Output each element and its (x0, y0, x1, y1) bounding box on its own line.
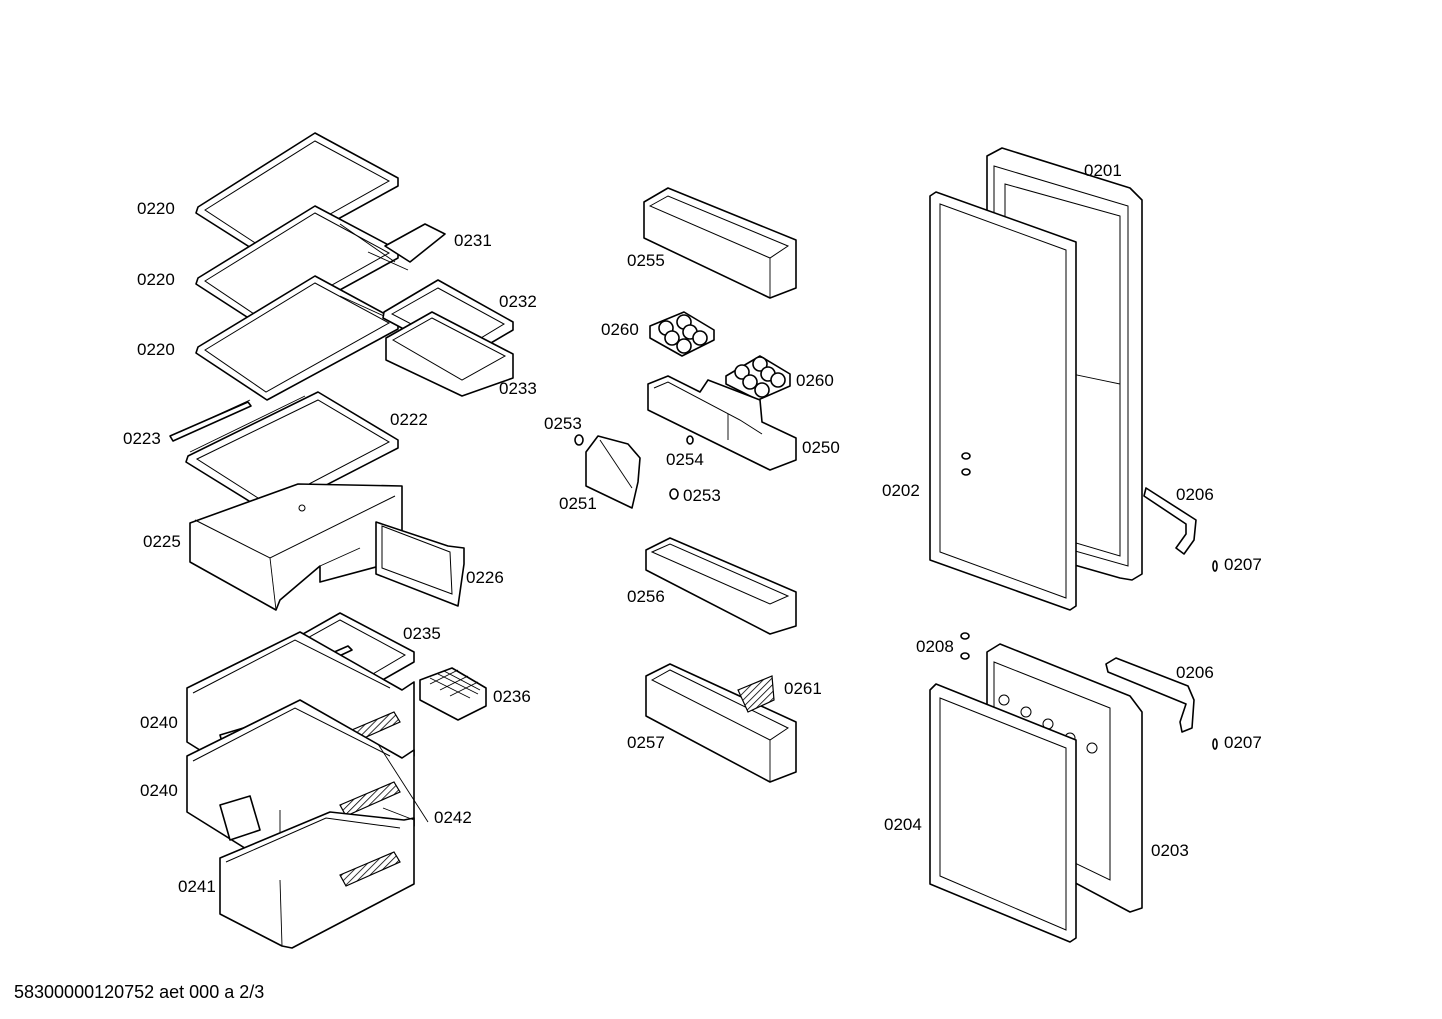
door-shelf-part (645, 663, 797, 783)
part-label: 0253 (683, 486, 721, 505)
door-handle-part (1143, 487, 1197, 555)
part-label: 0202 (882, 481, 920, 500)
part-label: 0220 (137, 340, 175, 359)
bottom-drawer-part (219, 811, 415, 949)
part-label: 0222 (390, 410, 428, 429)
part-label: 0231 (454, 231, 492, 250)
part-label: 0208 (916, 637, 954, 656)
part-label: 0242 (434, 808, 472, 827)
part-label: 0235 (403, 624, 441, 643)
divider-clip-part (737, 675, 775, 713)
ice-tray-part (419, 667, 487, 721)
egg-tray-part (725, 355, 791, 401)
part-label: 0255 (627, 251, 665, 270)
part-label: 0253 (544, 414, 582, 433)
crisper-cover-part (185, 391, 399, 515)
glass-shelf-part (195, 205, 399, 331)
part-label: 0220 (137, 199, 175, 218)
part-label: 0241 (178, 877, 216, 896)
pin-part (574, 434, 694, 500)
part-label: 0223 (123, 429, 161, 448)
part-label: 0251 (559, 494, 597, 513)
door-gasket-part (929, 191, 1077, 611)
shelf-rail-part (169, 399, 252, 442)
glass-shelf-part (195, 275, 399, 401)
glass-shelf-part (195, 132, 399, 259)
small-drawer-part (339, 279, 514, 397)
crisper-tray-part (189, 483, 403, 611)
egg-tray-part (649, 311, 715, 357)
part-label: 0260 (796, 371, 834, 390)
door-shelf-part (643, 187, 797, 299)
part-label: 0256 (627, 587, 665, 606)
part-label: 0233 (499, 379, 537, 398)
part-label: 0201 (1084, 161, 1122, 180)
door-rack-part (647, 375, 797, 471)
part-label: 0250 (802, 438, 840, 457)
part-label: 0240 (140, 781, 178, 800)
door-gasket-part (929, 683, 1077, 943)
drawing-reference: 58300000120752 aet 000 a 2/3 (14, 982, 265, 1002)
door-shelf-part (645, 537, 797, 635)
part-label: 0226 (466, 568, 504, 587)
part-label: 0204 (884, 815, 922, 834)
part-label: 0260 (601, 320, 639, 339)
part-label: 0203 (1151, 841, 1189, 860)
hinged-cover-part (585, 435, 641, 509)
part-label: 0261 (784, 679, 822, 698)
tray-divider-part (375, 521, 465, 607)
part-label: 0220 (137, 270, 175, 289)
part-label: 0254 (666, 450, 704, 469)
screw-part (960, 452, 1218, 750)
part-label: 0207 (1224, 733, 1262, 752)
part-label: 0206 (1176, 663, 1214, 682)
door-handle-part (1105, 657, 1195, 733)
part-label: 0232 (499, 292, 537, 311)
part-label: 0236 (493, 687, 531, 706)
part-label: 0257 (627, 733, 665, 752)
part-label: 0206 (1176, 485, 1214, 504)
part-label: 0225 (143, 532, 181, 551)
leader-line (382, 807, 415, 821)
part-label: 0207 (1224, 555, 1262, 574)
part-label: 0240 (140, 713, 178, 732)
leader-line (377, 743, 429, 823)
shelf-insert-part (339, 223, 446, 271)
